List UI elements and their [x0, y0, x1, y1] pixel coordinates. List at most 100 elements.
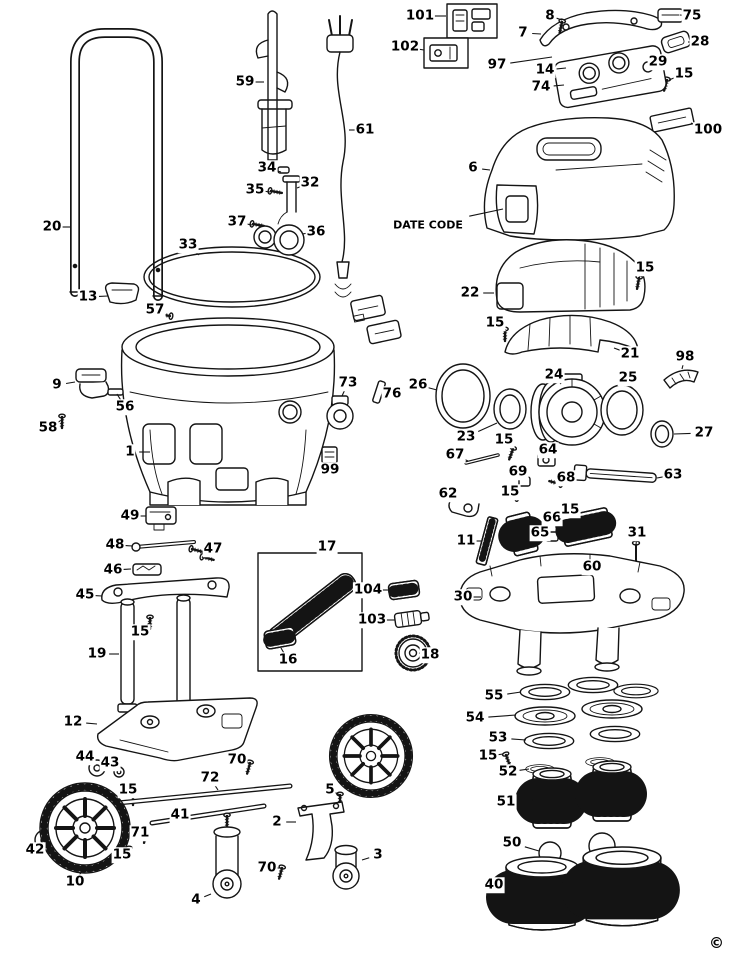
rim-bracket-a — [350, 294, 386, 323]
callout-date-code: DATE CODE — [392, 218, 464, 232]
callout-10: 10 — [64, 873, 86, 890]
callout-25: 25 — [617, 369, 639, 386]
trolley-base-part — [96, 697, 258, 762]
callout-98: 98 — [674, 348, 696, 365]
leader-line — [511, 738, 527, 741]
leader-line — [428, 387, 438, 391]
callout-23: 23 — [455, 428, 477, 445]
callout-72: 72 — [199, 769, 221, 786]
callout-55: 55 — [483, 687, 505, 704]
callout-3: 3 — [372, 846, 384, 863]
leader-line — [204, 893, 212, 898]
callout-27: 27 — [693, 424, 715, 441]
callout-22: 22 — [459, 284, 481, 301]
hose-box-17 — [257, 552, 363, 672]
callout-99: 99 — [319, 461, 341, 478]
vent-grill-a — [498, 511, 546, 557]
disc-54b — [581, 699, 643, 719]
leader-line — [507, 691, 522, 695]
callout-34: 34 — [256, 159, 278, 176]
callout-30: 30 — [452, 588, 474, 605]
callout-31: 31 — [626, 524, 648, 541]
callout-15: 15 — [477, 747, 499, 764]
callout-60: 60 — [581, 558, 603, 575]
callout-2: 2 — [271, 813, 283, 830]
callout-1: 1 — [124, 443, 136, 460]
leader-line — [488, 714, 517, 718]
callout-42: 42 — [24, 841, 46, 858]
callout-51: 51 — [495, 793, 517, 810]
callout-26: 26 — [407, 376, 429, 393]
callout-36: 36 — [305, 223, 327, 240]
callout-5: 5 — [324, 781, 336, 798]
leader-line — [341, 389, 346, 397]
callout-67: 67 — [444, 446, 466, 463]
comb-11 — [475, 516, 499, 566]
callout-6: 6 — [467, 159, 479, 176]
leader-line — [116, 393, 122, 401]
callout-33: 33 — [177, 236, 199, 253]
latch-13 — [104, 282, 140, 305]
leader-line — [519, 799, 534, 802]
callout-61: 61 — [354, 121, 376, 138]
callout-7: 7 — [517, 24, 529, 41]
leader-line — [519, 768, 530, 771]
gasket-25 — [600, 384, 644, 436]
callout-45: 45 — [74, 586, 96, 603]
callout-32: 32 — [299, 174, 321, 191]
callout-43: 43 — [99, 754, 121, 771]
leader-line — [553, 84, 565, 87]
callout-9: 9 — [51, 376, 63, 393]
callout-97: 97 — [486, 56, 508, 73]
leader-line — [673, 432, 691, 435]
callout-102: 102 — [389, 38, 421, 55]
hose-end-16 — [263, 626, 297, 650]
caster-4 — [212, 812, 242, 899]
copyright-symbol: © — [709, 934, 724, 952]
callout-15: 15 — [559, 501, 581, 518]
rod-67 — [464, 453, 500, 465]
callout-15: 15 — [634, 259, 656, 276]
gasket-27 — [650, 420, 674, 448]
callout-71: 71 — [129, 824, 151, 841]
callout-20: 20 — [41, 218, 63, 235]
power-cord-part — [326, 15, 354, 298]
callout-13: 13 — [77, 288, 99, 305]
callout-40: 40 — [483, 876, 505, 893]
callout-8: 8 — [544, 7, 556, 24]
callout-66: 66 — [541, 509, 563, 526]
leader-line — [361, 857, 370, 861]
callout-15: 15 — [493, 431, 515, 448]
elbow-62 — [448, 497, 480, 518]
axle-rod-72 — [115, 783, 293, 806]
leader-line — [524, 846, 540, 852]
callout-68: 68 — [555, 469, 577, 486]
callout-100: 100 — [692, 121, 724, 138]
gasket-23 — [493, 388, 527, 430]
hardware-box-101 — [446, 3, 498, 39]
leader-line — [469, 208, 504, 217]
tank-part — [120, 317, 336, 506]
callout-73: 73 — [337, 374, 359, 391]
rim-bracket-b — [366, 319, 402, 345]
callout-57: 57 — [144, 301, 166, 318]
pin-48 — [131, 540, 196, 552]
lid-gasket-part — [143, 246, 321, 308]
callout-16: 16 — [277, 651, 299, 668]
disc-54a — [514, 706, 576, 726]
callout-74: 74 — [530, 78, 552, 95]
support-posts-19 — [117, 594, 194, 715]
leader-line — [477, 422, 498, 432]
callout-54: 54 — [464, 709, 486, 726]
callout-21: 21 — [619, 345, 641, 362]
callout-46: 46 — [102, 561, 124, 578]
hardware-box-102 — [423, 37, 469, 69]
callout-41: 41 — [169, 806, 191, 823]
carry-handle-part — [539, 9, 663, 47]
callout-104: 104 — [352, 581, 384, 598]
callout-17: 17 — [316, 538, 338, 555]
leader-line — [65, 381, 76, 385]
